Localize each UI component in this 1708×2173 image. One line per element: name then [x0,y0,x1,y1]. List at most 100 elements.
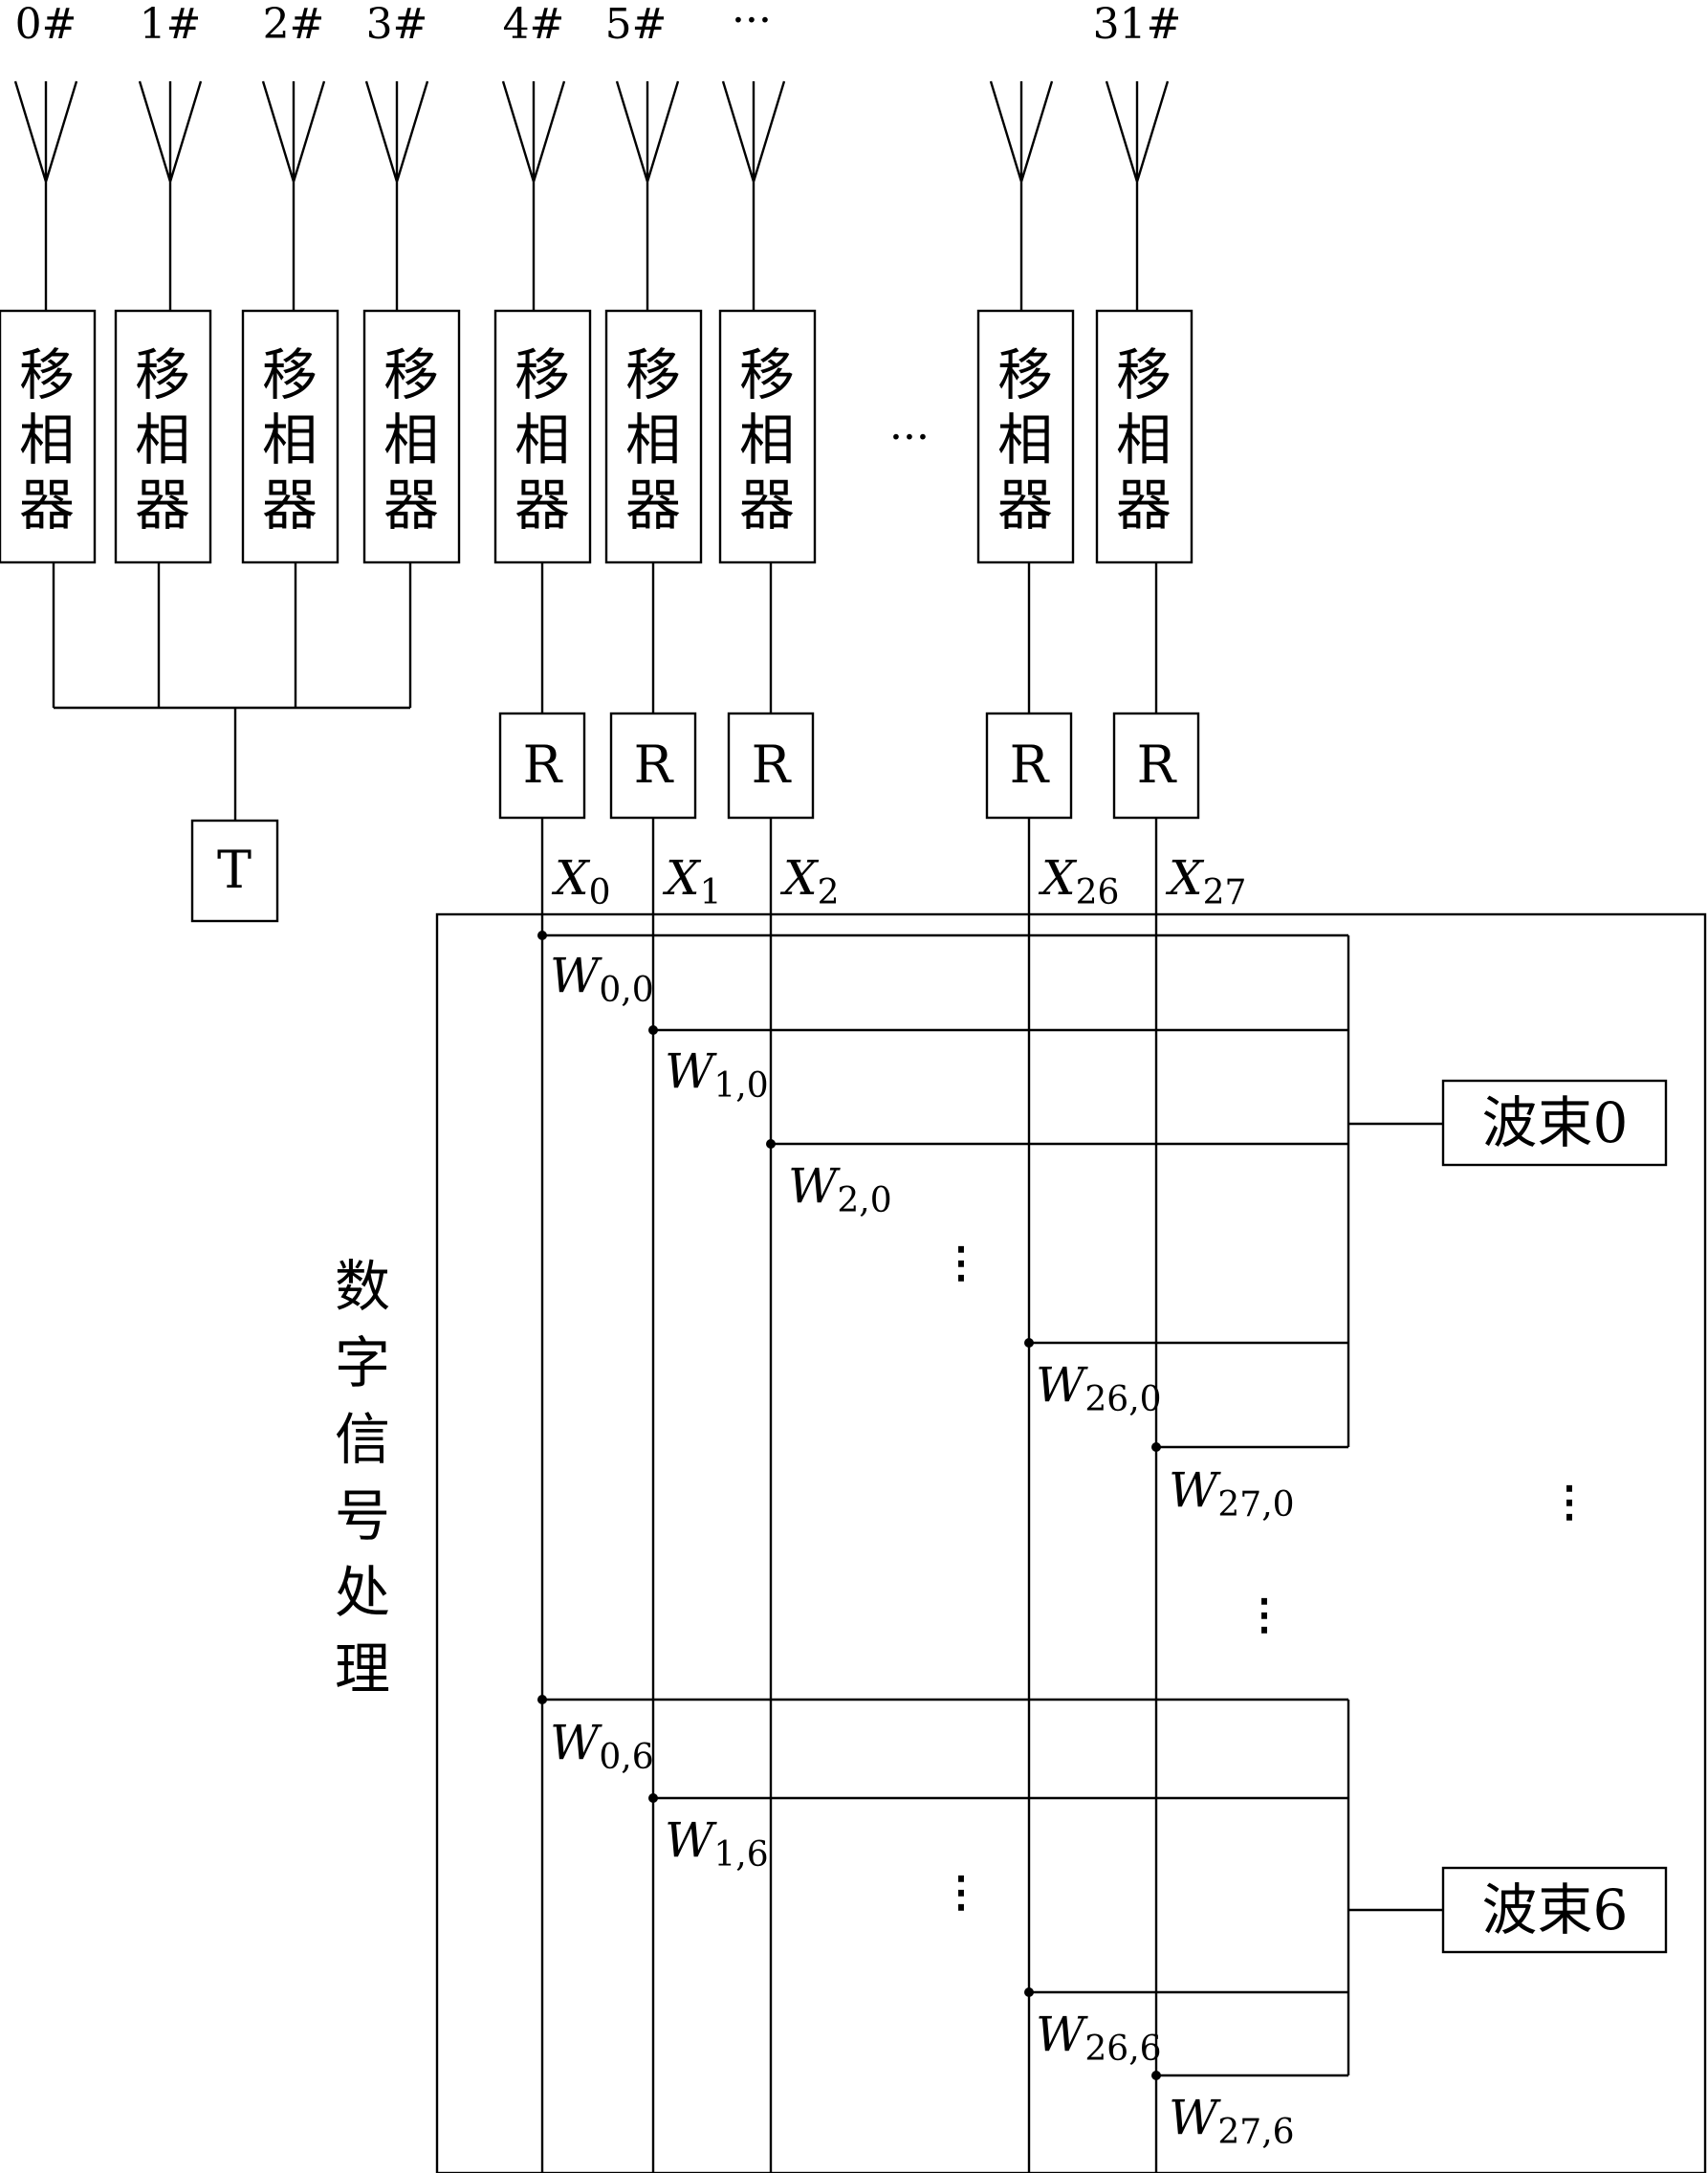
phase-shifter-2: 移 相 器 [241,309,339,564]
antenna-5: 5# [605,0,680,311]
phase-shifter-char-2: 相 [135,407,190,472]
phase-shifter-char-1: 移 [262,342,318,407]
antenna-label-31: 31# [1093,0,1182,49]
receive-feed-lines [540,562,1158,713]
phase-shifter-char-1: 移 [625,342,681,407]
phase-shifter-char-3: 器 [997,472,1053,538]
phase-shifter-char-2: 相 [739,407,795,472]
receive-box-label: R [634,735,674,795]
beam-output-6: 波束6 [1441,1866,1668,1954]
weight-label-27-6: W27,6 [1169,2090,1295,2152]
phase-shifter-3: 移 相 器 [362,309,461,564]
weight-label-0-6: W0,6 [550,1715,654,1777]
phase-shifter-1: 移 相 器 [114,309,212,564]
beam-output-label-6: 波束6 [1482,1877,1629,1943]
antenna-label-0: 0# [15,0,77,49]
transmit-branch: T [52,562,412,923]
antenna-30 [989,80,1054,311]
dsp-label-char-4: 号 [335,1483,390,1548]
receive-branch: R R R R R [498,562,1200,820]
phase-shifter-char-1: 移 [135,342,190,407]
dsp-block [435,912,1707,2173]
phase-shifter-char-1: 移 [515,342,570,407]
phase-shifter-char-3: 器 [19,472,75,538]
beam0-vertical-ellipsis: ⋮ [940,1239,982,1287]
phase-shifter-char-3: 器 [262,472,318,538]
dsp-label: 数 字 信 号 处 理 [335,1254,390,1701]
phase-shifter-ellipsis: ··· [889,413,930,462]
transmit-box-label: T [217,840,252,900]
beam6-vertical-ellipsis: ⋮ [940,1868,982,1917]
receive-box-label: R [1137,735,1177,795]
phase-shifter-char-2: 相 [19,407,75,472]
weight-label-2-0: W2,0 [788,1158,892,1220]
antenna-label-ellipsis: ··· [732,0,772,45]
phase-shifter-char-2: 相 [262,407,318,472]
weight-label-0-0: W0,0 [550,948,654,1010]
antenna-label-2: 2# [263,0,325,49]
phase-shifter-6: 移 相 器 [718,309,817,564]
antenna-0: 0# [13,0,78,311]
phase-shifter-5: 移 相 器 [604,309,703,564]
beam-gap-ellipsis-center: ⋮ [1243,1591,1285,1639]
channel-labels: X0 X1 X2 X26 X27 [551,850,1246,912]
antenna-label-3: 3# [366,0,428,49]
channel-label-0: X0 [551,850,611,912]
weight-label-26-6: W26,6 [1036,2007,1162,2069]
antenna-label-5: 5# [605,0,668,49]
receive-box-label: R [523,735,563,795]
phase-shifter-char-3: 器 [383,472,439,538]
receive-box-2: R [727,712,815,820]
phase-shifter-char-3: 器 [1116,472,1172,538]
antenna-label-4: 4# [503,0,565,49]
beam6-bus-lines [542,1698,1443,2077]
transmit-combiner-lines [52,562,412,821]
phase-shifter-row: 移 相 器 移 相 器 移 相 器 移 相 器 移 相 器 [0,309,1193,564]
dsp-label-char-6: 理 [335,1636,390,1701]
phase-shifter-4: 移 相 器 [493,309,592,564]
phase-shifter-char-2: 相 [515,407,570,472]
antenna-3: 3# [364,0,429,311]
antenna-2: 2# [261,0,326,311]
receive-box-0: R [498,712,586,820]
phase-shifter-char-3: 器 [135,472,190,538]
channel-lines [540,818,1158,2173]
transmit-box [190,819,279,923]
antenna-31: 31# [1093,0,1182,311]
beam-gap-ellipsis-right: ⋮ [1548,1478,1590,1526]
beam-output-0: 波束0 [1441,1079,1668,1167]
phase-shifter-char-2: 相 [997,407,1053,472]
weight-label-1-6: W1,6 [665,1812,769,1875]
receive-box-27: R [1112,712,1200,820]
beam-output-label-0: 波束0 [1482,1090,1629,1155]
beam0-bus-lines [542,933,1443,1449]
beam-network-0: W0,0 W1,0 W2,0 ⋮ W26,0 W27,0 波束0 [537,931,1668,1525]
dsp-label-char-5: 处 [335,1560,390,1625]
phase-shifter-char-2: 相 [1116,407,1172,472]
antenna-1: 1# [138,0,203,311]
phase-shifter-char-3: 器 [515,472,570,538]
phase-shifter-char-1: 移 [739,342,795,407]
beam6-tap-dots [537,1695,1161,2080]
beam0-tap-dots [537,931,1161,1452]
phase-shifter-char-1: 移 [997,342,1053,407]
receive-box-26: R [985,712,1073,820]
beam-network-6: W0,6 W1,6 ⋮ W26,6 W27,6 波束6 [537,1695,1668,2152]
phase-shifter-0: 移 相 器 [0,309,97,564]
phase-shifter-31: 移 相 器 [1095,309,1193,564]
dsp-label-char-1: 数 [335,1254,390,1319]
receive-box-1: R [609,712,697,820]
receive-box-label: R [752,735,792,795]
channel-label-27: X27 [1165,850,1246,912]
phase-shifter-char-1: 移 [19,342,75,407]
phase-shifter-char-3: 器 [625,472,681,538]
phase-shifter-char-2: 相 [383,407,439,472]
phase-shifter-char-3: 器 [739,472,795,538]
dsp-label-char-3: 信 [335,1407,390,1472]
weight-label-1-0: W1,0 [665,1043,769,1106]
receive-box-label: R [1010,735,1050,795]
channel-label-26: X26 [1038,850,1119,912]
phase-shifter-char-1: 移 [1116,342,1172,407]
antenna-array: 0# 1# 2# 3# 4# 5# ··· [13,0,1182,311]
